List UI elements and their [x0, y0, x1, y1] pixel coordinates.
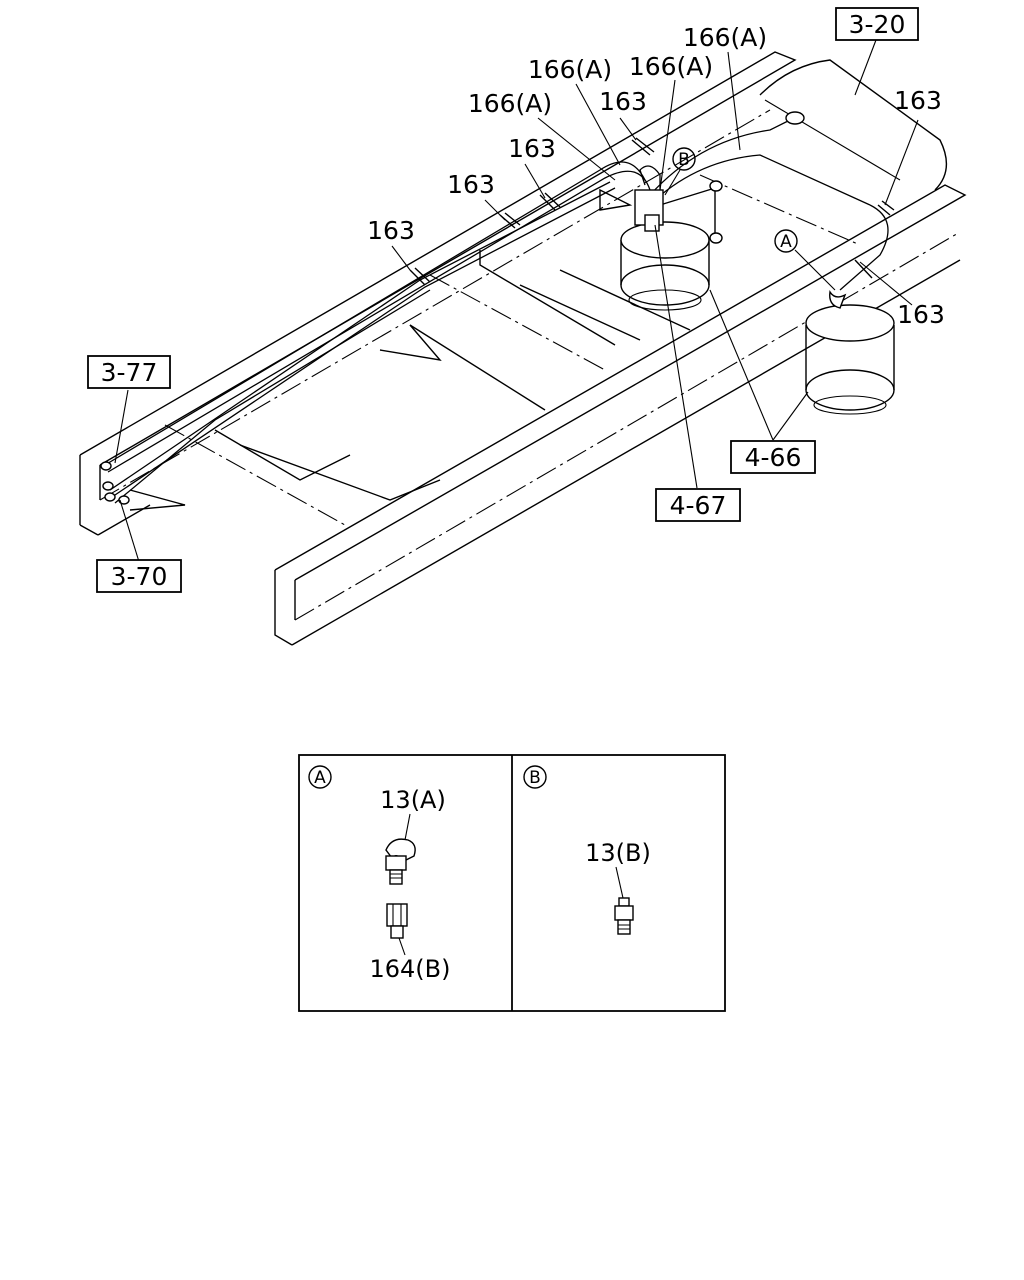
detail-panels: A 13(A) 164(B) B 13(B) — [298, 754, 726, 1012]
ref-label-3-77: 3-77 — [101, 358, 158, 387]
detail-panel-a: A 13(A) 164(B) — [308, 765, 451, 983]
part-label-163: 163 — [508, 134, 556, 163]
part-label-13a: 13(A) — [380, 786, 446, 814]
callout-ref-3-77: 3-77 — [87, 355, 171, 389]
part-label-163: 163 — [367, 216, 415, 245]
ref-label-4-67: 4-67 — [670, 491, 727, 520]
air-pipes — [100, 111, 895, 505]
part-label-163: 163 — [447, 170, 495, 199]
marker-circle-a: A — [774, 229, 798, 253]
fuel-tank — [759, 59, 948, 191]
panel-a-marker: A — [314, 768, 326, 788]
marker-letter-a: A — [780, 232, 792, 252]
callout-ref-3-20: 3-20 — [835, 7, 919, 41]
marker-circle-b: B — [672, 147, 696, 171]
part-label-13b: 13(B) — [585, 839, 651, 867]
part-label-163: 163 — [894, 86, 942, 115]
elbow-fitting-13a — [385, 838, 416, 885]
part-label-163: 163 — [599, 87, 647, 116]
ref-label-3-20: 3-20 — [849, 10, 906, 39]
nut-fitting-164b — [386, 903, 408, 939]
part-label-164b: 164(B) — [370, 955, 451, 983]
straight-fitting-13b — [614, 897, 634, 935]
chassis-frame — [79, 51, 967, 646]
part-label-166a: 166(A) — [468, 89, 552, 118]
air-spring-tank-right — [805, 304, 895, 415]
panel-b-marker: B — [529, 768, 541, 788]
air-spring-tank-left — [620, 221, 710, 311]
part-label-166a: 166(A) — [683, 23, 767, 52]
detail-panel-b: B 13(B) — [523, 765, 651, 935]
part-label-166a: 166(A) — [629, 52, 713, 81]
part-label-166a: 166(A) — [528, 55, 612, 84]
part-label-163: 163 — [897, 300, 945, 329]
marker-letter-b: B — [678, 150, 690, 170]
callout-ref-4-66: 4-66 — [730, 440, 816, 474]
leader-lines — [114, 39, 919, 566]
ref-label-3-70: 3-70 — [111, 562, 168, 591]
callout-ref-3-70: 3-70 — [96, 559, 182, 593]
ref-label-4-66: 4-66 — [745, 443, 802, 472]
callout-ref-4-67: 4-67 — [655, 488, 741, 522]
